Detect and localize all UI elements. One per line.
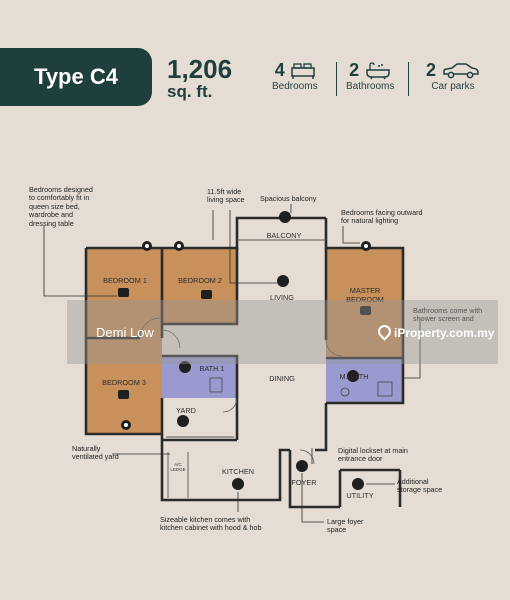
watermark-site: iProperty.com.my <box>375 322 495 341</box>
note-digital-lockset: Digital lockset at main entrance door <box>338 446 408 464</box>
unit-type-badge: Type C4 <box>0 48 152 106</box>
room-label-bath-1: BATH 1 <box>199 364 225 373</box>
unit-area: 1,206 sq. ft. <box>167 56 232 102</box>
area-value: 1,206 <box>167 54 233 84</box>
stat-bedrooms: 4 Bedrooms <box>272 60 318 92</box>
note-spacious-balcony: Spacious balcony <box>260 194 317 203</box>
bedroom-3-area <box>86 338 162 434</box>
bathtub-icon <box>366 61 390 79</box>
note-large-foyer: Large foyer space <box>327 517 364 535</box>
bedroom-2-area <box>162 248 237 324</box>
note-additional-storage: Additional storage space <box>397 477 443 495</box>
room-label-foyer: FOYER <box>291 478 317 487</box>
room-label-living: LIVING <box>270 293 294 302</box>
room-label-balcony: BALCONY <box>266 231 302 240</box>
room-label-master-bedroom: MASTER BEDROOM <box>346 286 384 304</box>
bathrooms-count: 2 <box>349 60 360 80</box>
bedrooms-label: Bedrooms <box>272 81 318 92</box>
area-unit: sq. ft. <box>167 82 213 101</box>
car-parks-label: Car parks <box>431 81 475 92</box>
room-label-dining: DINING <box>269 374 295 383</box>
bathrooms-label: Bathrooms <box>346 81 395 92</box>
note-bedrooms-designed: Bedrooms designed to comfortably fit in … <box>29 185 93 228</box>
master-bedroom-area <box>326 248 403 358</box>
room-label-bedroom-3: BEDROOM 3 <box>102 378 146 387</box>
note-bedrooms-facing: Bedrooms facing outward for natural ligh… <box>341 208 423 226</box>
location-pin-icon <box>375 322 394 341</box>
note-living-space: 11.5ft wide living space <box>207 187 245 205</box>
note-bathrooms-come: Bathrooms come with shower screen and <box>413 306 483 324</box>
note-ventilated-yard: Naturally ventilated yard <box>72 444 119 462</box>
bath-1-area <box>162 356 237 398</box>
room-label-kitchen: KITCHEN <box>221 467 255 476</box>
watermark-site-label: iProperty.com.my <box>394 326 495 340</box>
stat-bathrooms: 2 Bathrooms <box>346 60 394 92</box>
master-bath-area <box>326 358 403 403</box>
room-label-bedroom-1: BEDROOM 1 <box>103 276 147 285</box>
room-label-master-bath: M. BATH <box>339 372 369 381</box>
room-label-yard: YARD <box>176 406 196 415</box>
stat-divider <box>408 62 409 96</box>
room-label-ac-ledge: A/C LEDGE <box>170 462 186 472</box>
watermark-band <box>67 300 498 364</box>
room-label-utility: UTILITY <box>346 491 374 500</box>
room-label-bedroom-2: BEDROOM 2 <box>178 276 222 285</box>
stat-divider <box>336 62 337 96</box>
car-icon <box>443 62 479 78</box>
car-parks-count: 2 <box>426 60 437 80</box>
note-sizeable-kitchen: Sizeable kitchen comes with kitchen cabi… <box>160 515 262 533</box>
unit-type-label: Type C4 <box>34 64 118 89</box>
bed-icon <box>291 62 315 79</box>
stat-car-parks: 2 Car parks <box>426 60 480 92</box>
watermark-agent: Demi Low <box>96 325 154 340</box>
bedrooms-count: 4 <box>274 60 285 80</box>
